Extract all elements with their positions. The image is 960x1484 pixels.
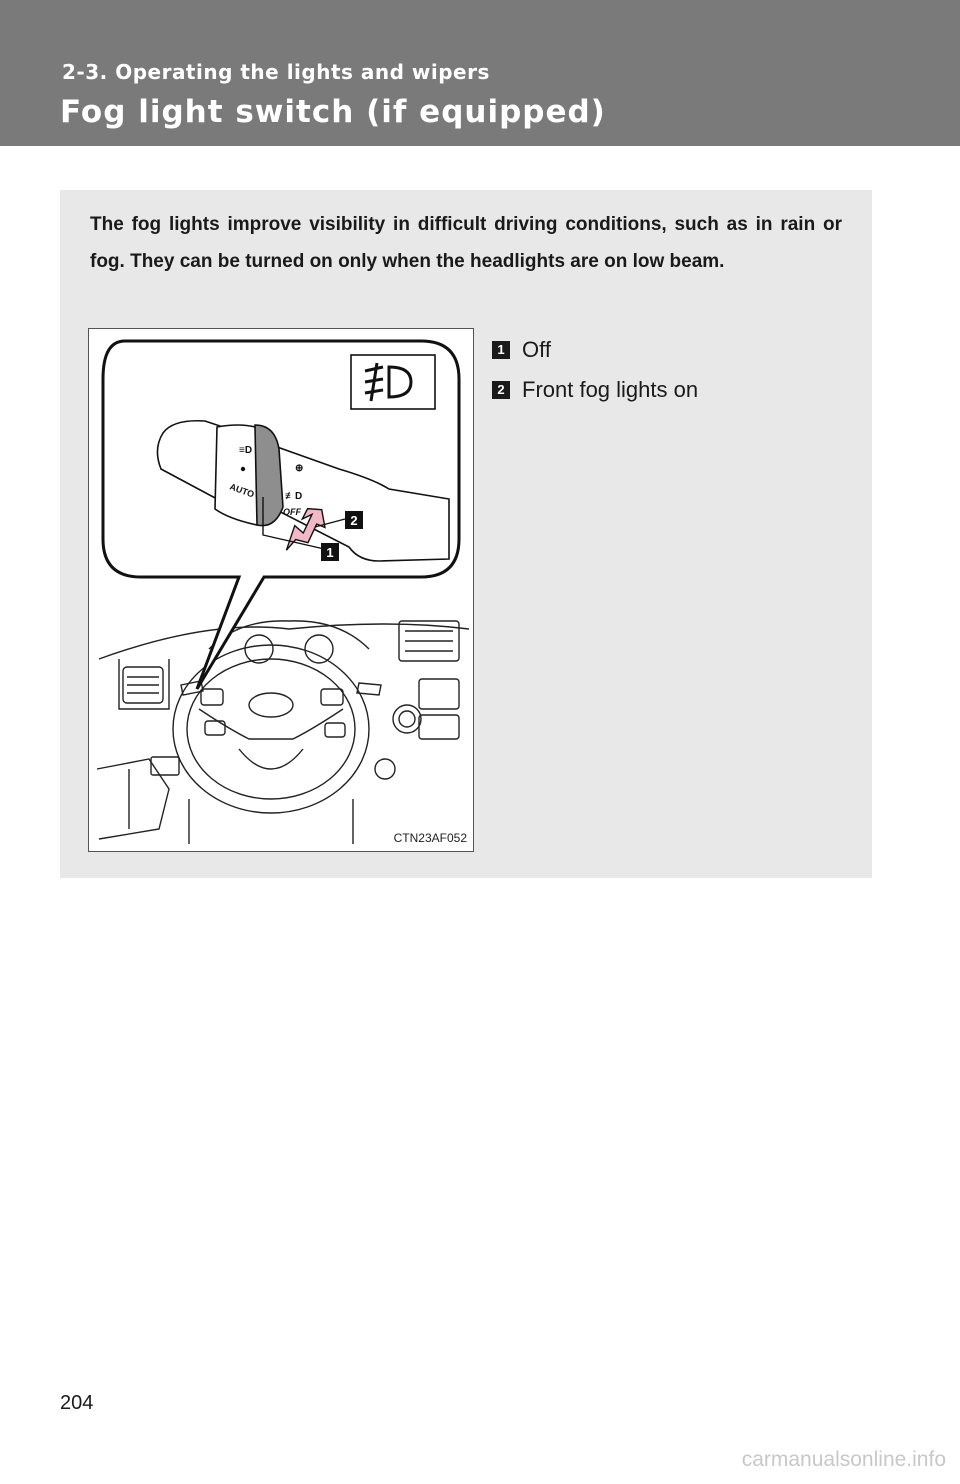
section-label: 2-3. Operating the lights and wipers bbox=[62, 60, 490, 84]
off-label: OFF bbox=[283, 507, 301, 517]
svg-text:≡D: ≡D bbox=[239, 445, 252, 456]
intro-text: The fog lights improve visibility in dif… bbox=[90, 214, 842, 272]
header-bar: 2-3. Operating the lights and wipers Fog… bbox=[0, 0, 960, 146]
svg-text:⊕: ⊕ bbox=[295, 463, 303, 474]
legend-label-off: Off bbox=[522, 337, 551, 362]
fog-switch-illustration: ≡D AUTO ⊕ ≢D OFF 2 1 CTN23AF052 bbox=[88, 328, 474, 852]
legend-list: 1 Off 2 Front fog lights on bbox=[492, 330, 698, 410]
legend-item-front-fog-on: 2 Front fog lights on bbox=[492, 370, 698, 410]
illustration-drawing: ≡D AUTO ⊕ ≢D OFF 2 1 bbox=[96, 339, 470, 844]
legend-item-off: 1 Off bbox=[492, 330, 698, 370]
figure-badge-2: 2 bbox=[350, 513, 357, 528]
figure-code: CTN23AF052 bbox=[393, 831, 467, 845]
figure-badge-1: 1 bbox=[326, 545, 333, 560]
legend-label-front-fog-on: Front fog lights on bbox=[522, 377, 699, 402]
svg-text:≢D: ≢D bbox=[285, 491, 302, 502]
badge-2: 2 bbox=[492, 381, 510, 399]
watermark: carmanualsonline.info bbox=[741, 1448, 946, 1471]
page-title: Fog light switch (if equipped) bbox=[60, 94, 606, 130]
content-panel: The fog lights improve visibility in dif… bbox=[60, 190, 872, 878]
badge-1: 1 bbox=[492, 341, 510, 359]
page-number: 204 bbox=[60, 1392, 94, 1414]
